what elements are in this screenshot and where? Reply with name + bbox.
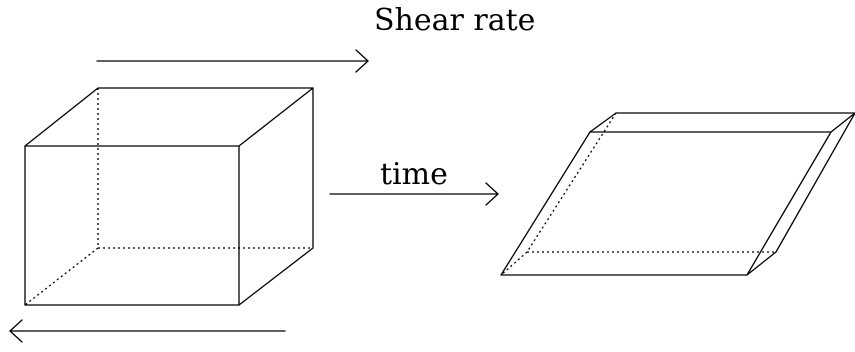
sheared-block-hidden-edges xyxy=(500,112,776,276)
time-label: time xyxy=(380,157,448,192)
sheared-block xyxy=(500,112,855,276)
original-cube xyxy=(24,87,314,306)
sheared-block-front-face xyxy=(500,131,832,276)
top-shear-arrow xyxy=(96,49,369,73)
cube-back-right-edges xyxy=(238,87,314,306)
shear-rate-label: Shear rate xyxy=(374,3,535,38)
cube-front-face xyxy=(24,145,240,306)
sheared-block-right-edges xyxy=(746,112,855,276)
bottom-shear-arrow xyxy=(9,319,286,343)
time-arrow xyxy=(329,182,499,206)
cube-top-right-edges xyxy=(24,87,314,147)
cube-hidden-edges xyxy=(24,88,313,306)
sheared-block-top-edges xyxy=(589,112,855,133)
